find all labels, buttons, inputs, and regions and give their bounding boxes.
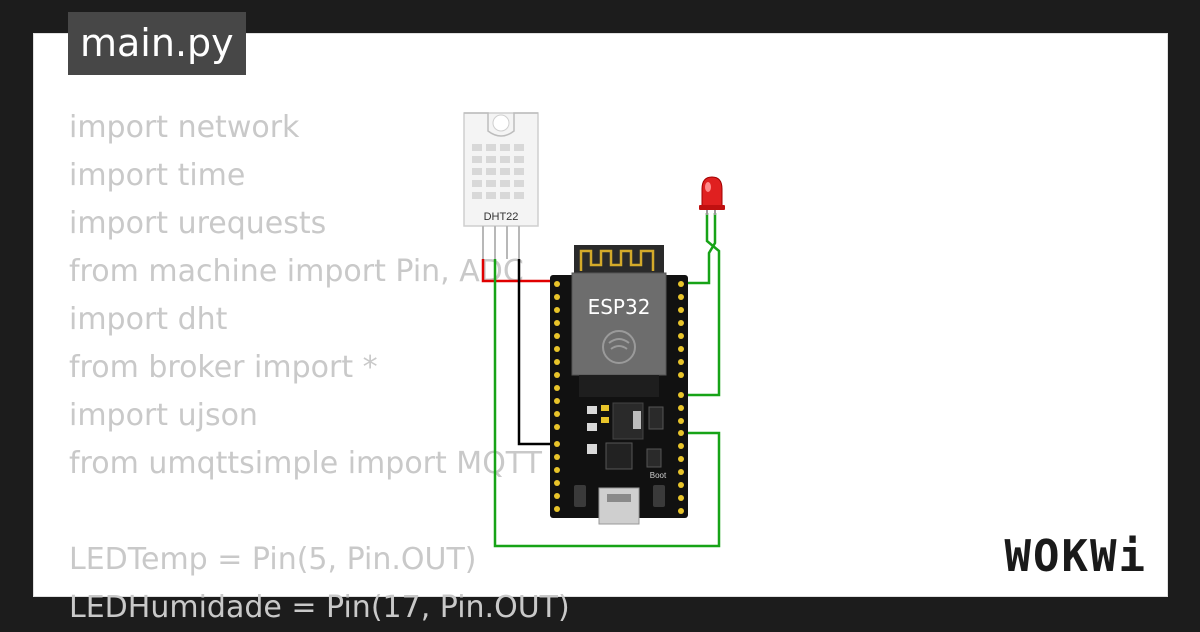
red-led[interactable] [699,176,725,215]
code-line: LEDHumidade = Pin(17, Pin.OUT) [69,590,570,625]
wires [481,213,721,548]
data-wire [517,259,556,446]
code-line: from broker import * [69,350,378,385]
file-tab[interactable]: main.py [68,12,246,75]
left-header-pins[interactable] [554,281,560,512]
board-label: ESP32 [588,295,651,319]
power-wire [481,259,556,283]
code-line: import network [69,110,300,145]
led-cathode-wire [683,213,721,397]
ground-wire [493,259,721,548]
code-preview: import network import time import urequest… [69,104,570,632]
dht22-sensor[interactable]: DHT22 [463,112,539,259]
code-line: import time [69,158,246,193]
code-line: import dht [69,302,228,337]
editor-card: import network import time import urequest… [33,33,1168,625]
code-line: LEDTemp = Pin(5, Pin.OUT) [69,542,477,577]
circuit-diagram: DHT22 ESP32 [463,112,725,548]
wokwi-logo: WOKWi [1004,531,1147,582]
led-anode-wire [683,213,717,285]
code-line: from machine import Pin, ADC [69,254,524,289]
boot-label: Boot [650,471,667,480]
sensor-label: DHT22 [484,211,519,223]
code-line: import ujson [69,398,258,433]
code-line: from umqttsimple import MQTT [69,446,542,481]
esp32-board[interactable]: ESP32 [550,245,688,525]
code-line: import urequests [69,206,327,241]
right-header-pins[interactable] [678,281,684,514]
